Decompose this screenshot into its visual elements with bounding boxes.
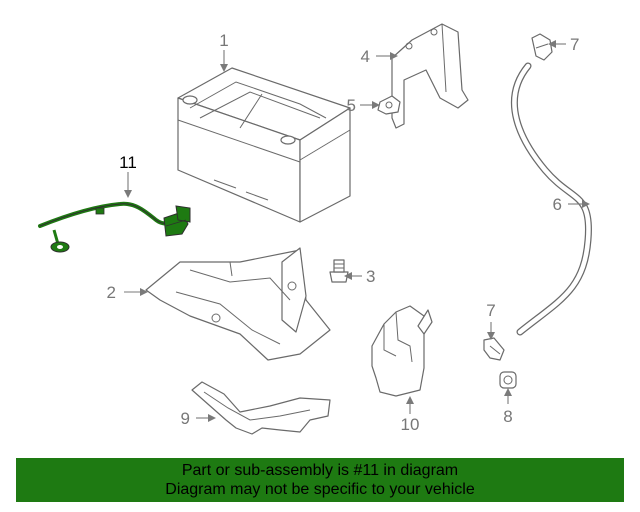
bolt[interactable] [329,259,349,283]
elbow-fitting-lower[interactable] [483,337,505,361]
banner-line-disclaimer: Diagram may not be specific to your vehi… [165,481,475,498]
vent-hose[interactable] [510,62,593,336]
terminal-cover[interactable] [371,305,433,397]
callout-4: 4 [361,47,370,66]
callout-6: 6 [553,195,562,214]
banner-line-part: Part or sub-assembly is #11 in diagram [181,462,459,479]
callout-5: 5 [347,96,356,115]
callout-7-lower: 7 [486,301,495,320]
callout-9: 9 [181,409,190,428]
nut[interactable] [377,95,401,115]
callout-1: 1 [219,31,228,50]
part-info-banner: Part or sub-assembly is #11 in diagram D… [16,458,624,502]
battery[interactable] [177,67,351,223]
callout-10: 10 [401,415,420,434]
callout-8: 8 [503,407,512,426]
callout-2: 2 [107,283,116,302]
battery-tray[interactable] [145,247,331,361]
callout-7-upper: 7 [570,35,579,54]
wiring-harness[interactable] [38,201,191,253]
bracket[interactable] [391,23,469,129]
hold-down-clamp[interactable] [191,381,331,435]
leader-lines [124,40,590,422]
grommet[interactable] [499,371,517,389]
parts-diagram: 1 2 3 4 5 6 7 7 8 9 10 11 [38,23,593,435]
elbow-fitting-upper[interactable] [531,33,553,61]
callout-3: 3 [366,267,375,286]
callout-11: 11 [119,153,137,172]
